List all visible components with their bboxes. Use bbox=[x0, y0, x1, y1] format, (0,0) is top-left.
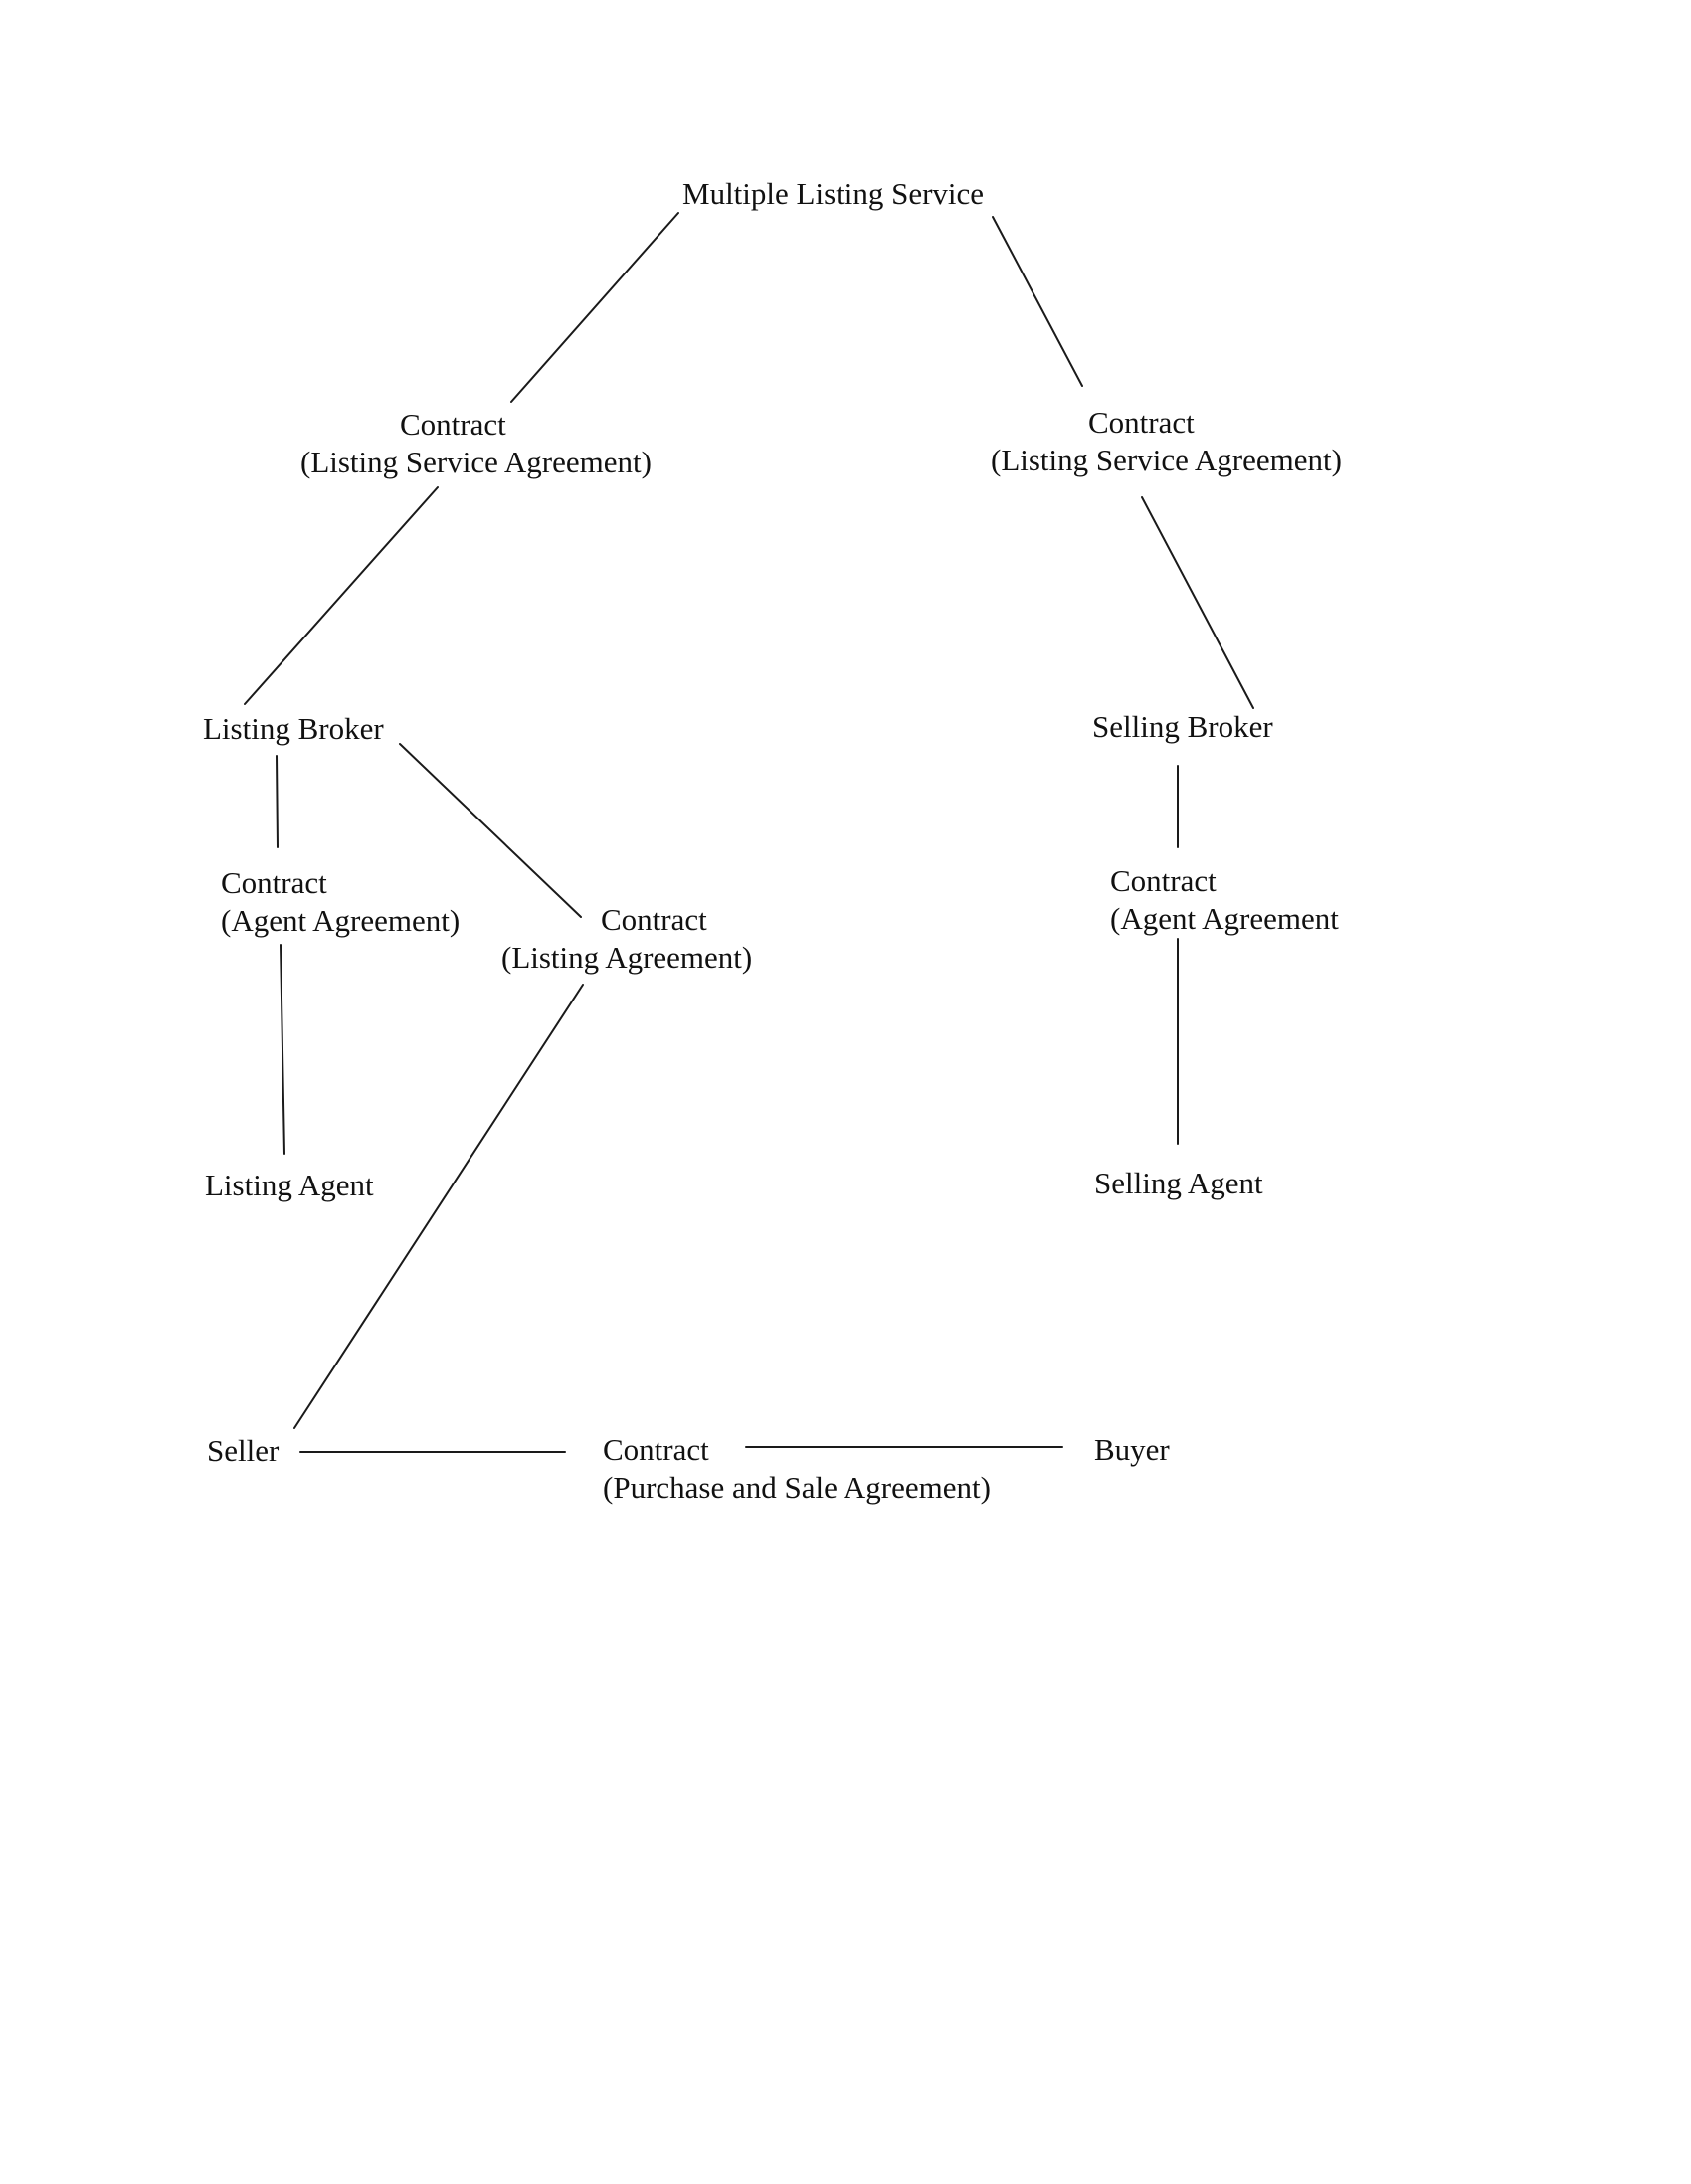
edge-contract-listing-to-seller bbox=[293, 984, 584, 1429]
node-selling-broker: Selling Broker bbox=[1092, 708, 1273, 746]
node-label-line: Listing Agent bbox=[205, 1168, 374, 1202]
node-contract-agent-agreement-right: Contract (Agent Agreement bbox=[1110, 862, 1339, 938]
edge-listing-broker-to-contract-agent-left bbox=[276, 755, 279, 848]
node-label-line: Contract bbox=[601, 902, 707, 937]
node-label-line: (Agent Agreement) bbox=[221, 903, 461, 938]
node-label-line: Seller bbox=[207, 1433, 280, 1468]
node-contract-listing-service-agreement-left: Contract (Listing Service Agreement) bbox=[300, 406, 652, 481]
node-label-line: Contract bbox=[603, 1432, 709, 1467]
node-label-line: (Listing Service Agreement) bbox=[300, 445, 652, 479]
edge-mls-to-contract-lsa-right bbox=[992, 216, 1083, 387]
node-label-line: Buyer bbox=[1094, 1432, 1170, 1467]
node-listing-agent: Listing Agent bbox=[205, 1167, 374, 1204]
node-label-line: Contract bbox=[221, 865, 327, 900]
node-label-line: Listing Broker bbox=[203, 711, 384, 746]
node-label-line: Multiple Listing Service bbox=[682, 176, 985, 211]
node-label-line: Contract bbox=[400, 407, 506, 442]
node-label-line: Contract bbox=[1088, 405, 1195, 440]
node-label-line: (Listing Agreement) bbox=[501, 940, 753, 975]
edge-contract-agent-left-to-listing-agent bbox=[280, 944, 285, 1155]
edge-contract-lsa-right-to-selling-broker bbox=[1141, 496, 1254, 709]
node-selling-agent: Selling Agent bbox=[1094, 1165, 1263, 1202]
node-label-line: Selling Agent bbox=[1094, 1166, 1263, 1200]
node-contract-listing-agreement: Contract (Listing Agreement) bbox=[501, 901, 752, 977]
node-multiple-listing-service: Multiple Listing Service bbox=[682, 175, 984, 213]
node-label-line: (Purchase and Sale Agreement) bbox=[603, 1470, 991, 1505]
edge-listing-broker-to-contract-listing bbox=[399, 743, 582, 918]
edge-contract-lsa-left-to-listing-broker bbox=[244, 486, 439, 705]
node-contract-listing-service-agreement-right: Contract (Listing Service Agreement) bbox=[991, 404, 1342, 479]
node-contract-purchase-and-sale-agreement: Contract (Purchase and Sale Agreement) bbox=[603, 1431, 991, 1507]
node-label-line: Selling Broker bbox=[1092, 709, 1273, 744]
node-label-line: (Agent Agreement bbox=[1110, 901, 1339, 936]
node-label-line: Contract bbox=[1110, 863, 1217, 898]
node-buyer: Buyer bbox=[1094, 1431, 1170, 1469]
node-contract-agent-agreement-left: Contract (Agent Agreement) bbox=[221, 864, 460, 940]
node-seller: Seller bbox=[207, 1432, 279, 1470]
node-listing-broker: Listing Broker bbox=[203, 710, 384, 748]
edge-mls-to-contract-lsa-left bbox=[510, 212, 679, 403]
node-label-line: (Listing Service Agreement) bbox=[991, 443, 1342, 477]
